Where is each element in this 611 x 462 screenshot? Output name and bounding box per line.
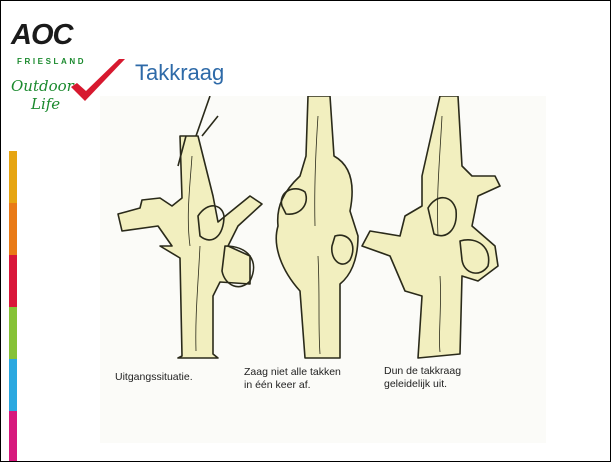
stripe-4: [9, 307, 17, 359]
tree-2-drawing: [276, 96, 358, 358]
caption-2-line-1: Zaag niet alle takken: [244, 366, 341, 379]
stripe-2: [9, 203, 17, 255]
caption-3-line-2: geleidelijk uit.: [384, 378, 461, 391]
caption-1: Uitgangssituatie.: [115, 371, 193, 384]
slide-title: Takkraag: [135, 60, 224, 86]
stripe-3: [9, 255, 17, 307]
logo-brand: AOC: [11, 19, 72, 52]
stripe-5: [9, 359, 17, 411]
caption-2-line-2: in één keer af.: [244, 379, 341, 392]
caption-2: Zaag niet alle takken in één keer af.: [244, 366, 341, 392]
tree-1-drawing: [118, 96, 262, 358]
caption-1-line-1: Uitgangssituatie.: [115, 371, 193, 384]
stripe-1: [9, 151, 17, 203]
tree-3-drawing: [362, 96, 500, 358]
branch-collar-illustration: Uitgangssituatie. Zaag niet alle takken …: [100, 96, 546, 443]
caption-3: Dun de takkraag geleidelijk uit.: [384, 365, 461, 391]
color-stripe-bar: [9, 151, 17, 461]
logo-tagline-left: Outdoor: [11, 77, 74, 95]
caption-3-line-1: Dun de takkraag: [384, 365, 461, 378]
stripe-6: [9, 411, 17, 462]
logo-tagline-right: Life: [31, 95, 60, 113]
